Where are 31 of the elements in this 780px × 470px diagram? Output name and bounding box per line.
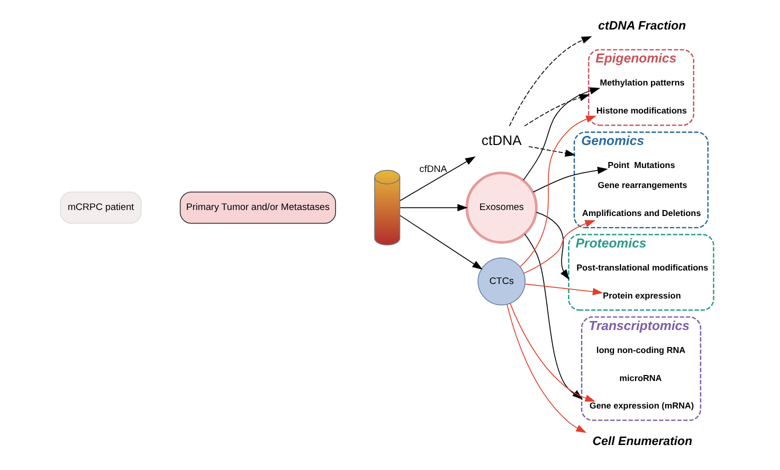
node-text: microRNA <box>618 372 662 383</box>
arrow <box>399 156 476 202</box>
node-text: Protein expression <box>602 290 680 300</box>
node-box: mCRPC patient <box>60 192 142 224</box>
node-box: Primary Tumor and/or Metastases <box>179 192 336 224</box>
arrow <box>522 220 596 274</box>
node-circle: Exosomes <box>465 172 538 244</box>
node-text: Post-translational modifications <box>576 262 708 273</box>
node-text: Gene expression (mRNA) <box>588 400 694 411</box>
arrow <box>522 87 600 180</box>
arrow <box>508 36 592 126</box>
arrow <box>535 212 569 280</box>
node-text: Cell Enumeration <box>592 434 692 448</box>
arrow <box>524 94 590 126</box>
node-circle: CTCs <box>477 257 526 306</box>
node-text: Histone modifications <box>596 106 686 116</box>
arrow <box>532 166 608 192</box>
node-text: Amplifications and Deletions <box>582 208 700 218</box>
arrow <box>528 146 576 157</box>
arrow <box>519 116 596 268</box>
node-text: Point Mutations <box>607 160 675 170</box>
node-text: long non-coding RNA <box>596 345 685 356</box>
arrow <box>524 284 603 296</box>
arrow <box>399 215 482 270</box>
arrow <box>506 304 586 433</box>
arrow <box>399 204 468 212</box>
edge-label: cfDNA <box>418 164 446 175</box>
node-text: ctDNA <box>481 132 522 148</box>
node-text: ctDNA Fraction <box>598 18 686 32</box>
node-text: Gene rearrangements <box>597 180 687 190</box>
node-text: Methylation patterns <box>599 78 684 88</box>
